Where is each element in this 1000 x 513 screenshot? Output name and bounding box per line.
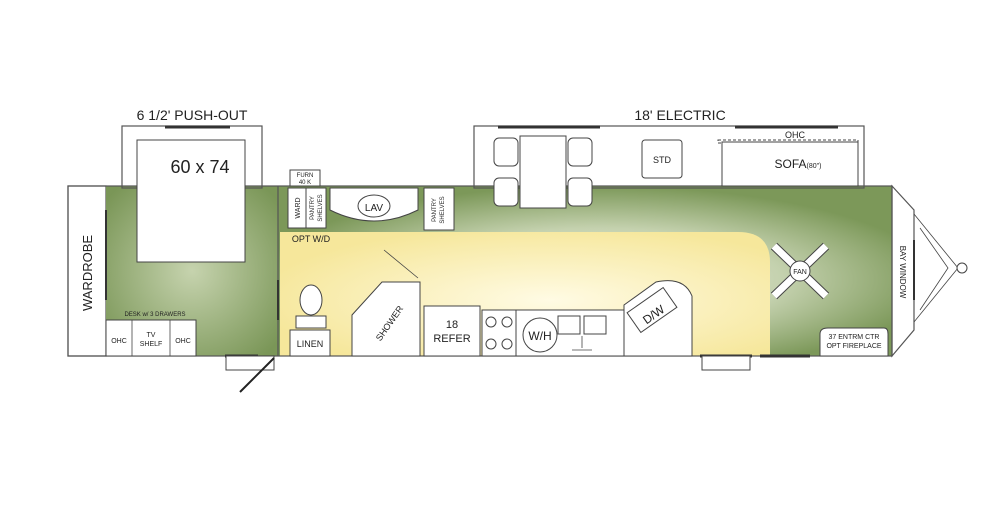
entry-step [225, 355, 275, 371]
furnace [289, 169, 321, 187]
kitchen-sink [557, 315, 581, 335]
entry-step [701, 355, 751, 371]
dining-chair [567, 137, 593, 167]
pantry-left-label-2: SHELVES [318, 194, 324, 221]
furnace-label-2: 40 K [299, 180, 311, 186]
bay-window-label: BAY WINDOW [898, 246, 907, 299]
burner [485, 338, 497, 350]
toilet-bowl [299, 284, 323, 316]
ohc-right-label: OHC [175, 338, 191, 345]
water-heater [522, 317, 558, 353]
hitch-coupler [956, 262, 968, 274]
ohc-left-label: OHC [111, 338, 127, 345]
burner [485, 316, 497, 328]
dishwasher [626, 286, 678, 334]
tv-shelf-label-2: SHELF [140, 341, 163, 348]
std-chair [641, 139, 683, 179]
kitchen-sink [583, 315, 607, 335]
electric-label: 18' ELECTRIC [634, 107, 725, 123]
refer-label-2: REFER [433, 333, 470, 345]
sofa-size: (80") [807, 163, 822, 170]
pantry-right-label-1: PANTRY [432, 198, 438, 222]
pantry-left [305, 187, 327, 229]
dining-chair [493, 137, 519, 167]
bed [136, 139, 246, 263]
ceiling-fan: FAN [770, 242, 830, 300]
wh-label: W/H [528, 329, 551, 343]
entertainment-center [819, 327, 889, 357]
slideout-floor [473, 125, 865, 189]
dining-table [519, 135, 567, 209]
fireplace-label-2: OPT FIREPLACE [826, 343, 881, 350]
fan-label: FAN [793, 269, 807, 276]
bath-door [383, 249, 419, 279]
pantry-right-label-2: SHELVES [440, 196, 446, 223]
refrigerator [423, 305, 481, 357]
dining-chair [567, 177, 593, 207]
lav-sink [357, 194, 391, 218]
desk [105, 319, 197, 357]
linen-closet [289, 329, 331, 357]
shower [351, 281, 421, 357]
pantry-right [423, 187, 455, 231]
hitch [913, 213, 959, 323]
desk-label: DESK w/ 3 DRAWERS [124, 312, 185, 318]
tv-shelf-label-1: TV [147, 332, 156, 339]
bay-area [892, 186, 914, 356]
opt-wd-label: OPT W/D [292, 234, 331, 244]
sofa-text: SOFA [775, 157, 807, 171]
std-label: STD [653, 155, 672, 165]
sofa-label: SOFA(80") [775, 157, 822, 171]
toilet-tank [295, 315, 327, 329]
dining-table-set [493, 135, 593, 209]
refer-label-1: 18 [446, 319, 458, 331]
burner [501, 338, 513, 350]
entry-door [239, 357, 275, 393]
bed-size-label: 60 x 74 [170, 157, 229, 177]
range [481, 309, 517, 357]
lav-label: LAV [365, 203, 383, 214]
linen-label: LINEN [297, 339, 324, 349]
furnace-label-1: FURN [297, 173, 314, 179]
sofa [721, 141, 859, 187]
ohc-top-label: OHC [785, 130, 806, 140]
dining-chair [493, 177, 519, 207]
fireplace-label-1: 37 ENTRM CTR [829, 334, 880, 341]
pushout-label: 6 1/2' PUSH-OUT [137, 107, 248, 123]
wardrobe-label: WARDROBE [80, 235, 95, 311]
ward-label: WARD [295, 197, 302, 218]
burner [501, 316, 513, 328]
pantry-left-label-1: PANTRY [310, 196, 316, 220]
